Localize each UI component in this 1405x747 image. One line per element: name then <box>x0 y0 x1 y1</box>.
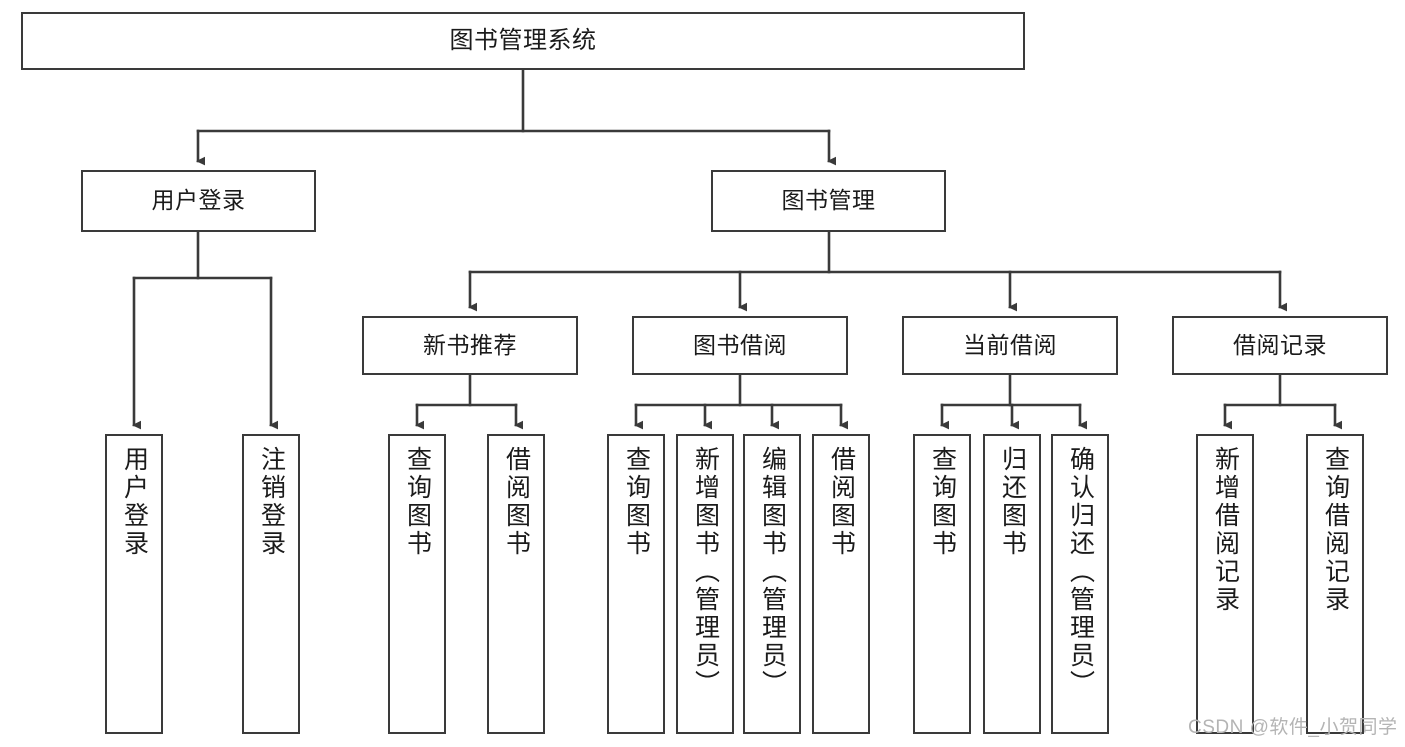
node-leaf-query-book-recommend[interactable]: 查询图书 <box>388 434 446 734</box>
node-leaf-add-borrow-record-label: 新增借阅记录 <box>1211 446 1240 614</box>
node-user-login-label: 用户登录 <box>151 187 246 214</box>
node-leaf-add-book-label: 新增图书（管理员） <box>691 446 720 698</box>
node-leaf-query-book-current[interactable]: 查询图书 <box>913 434 971 734</box>
node-leaf-user-login-label: 用户登录 <box>120 446 149 558</box>
node-leaf-query-book-recommend-label: 查询图书 <box>403 446 432 558</box>
node-leaf-query-borrow-record-label: 查询借阅记录 <box>1321 446 1350 614</box>
node-new-book-recommend[interactable]: 新书推荐 <box>362 316 578 375</box>
node-book-management-label: 图书管理 <box>781 187 876 214</box>
node-leaf-borrow-book-recommend-label: 借阅图书 <box>502 446 531 558</box>
node-leaf-confirm-return[interactable]: 确认归还（管理员） <box>1051 434 1109 734</box>
node-root-label: 图书管理系统 <box>449 26 597 54</box>
node-book-management[interactable]: 图书管理 <box>711 170 946 232</box>
node-leaf-query-borrow-record[interactable]: 查询借阅记录 <box>1306 434 1364 734</box>
node-leaf-add-borrow-record[interactable]: 新增借阅记录 <box>1196 434 1254 734</box>
node-borrow-record[interactable]: 借阅记录 <box>1172 316 1388 375</box>
node-current-borrow-label: 当前借阅 <box>963 331 1057 358</box>
node-leaf-query-book-borrow-label: 查询图书 <box>622 446 651 558</box>
node-leaf-logout[interactable]: 注销登录 <box>242 434 300 734</box>
node-leaf-query-book-current-label: 查询图书 <box>928 446 957 558</box>
node-leaf-confirm-return-label: 确认归还（管理员） <box>1066 446 1095 698</box>
node-current-borrow[interactable]: 当前借阅 <box>902 316 1118 375</box>
node-new-book-recommend-label: 新书推荐 <box>423 331 517 358</box>
node-leaf-edit-book-label: 编辑图书（管理员） <box>758 446 787 698</box>
node-leaf-logout-label: 注销登录 <box>257 446 286 558</box>
node-book-borrow[interactable]: 图书借阅 <box>632 316 848 375</box>
node-leaf-borrow-book[interactable]: 借阅图书 <box>812 434 870 734</box>
node-leaf-borrow-book-recommend[interactable]: 借阅图书 <box>487 434 545 734</box>
node-leaf-user-login[interactable]: 用户登录 <box>105 434 163 734</box>
node-leaf-return-book[interactable]: 归还图书 <box>983 434 1041 734</box>
watermark-text: CSDN @软件_小贺同学 <box>1188 717 1398 738</box>
node-leaf-borrow-book-label: 借阅图书 <box>827 446 856 558</box>
node-book-borrow-label: 图书借阅 <box>693 331 787 358</box>
node-root[interactable]: 图书管理系统 <box>21 12 1025 70</box>
node-leaf-edit-book[interactable]: 编辑图书（管理员） <box>743 434 801 734</box>
node-user-login[interactable]: 用户登录 <box>81 170 316 232</box>
node-borrow-record-label: 借阅记录 <box>1233 331 1327 358</box>
node-leaf-add-book[interactable]: 新增图书（管理员） <box>676 434 734 734</box>
node-leaf-return-book-label: 归还图书 <box>998 446 1027 558</box>
node-leaf-query-book-borrow[interactable]: 查询图书 <box>607 434 665 734</box>
